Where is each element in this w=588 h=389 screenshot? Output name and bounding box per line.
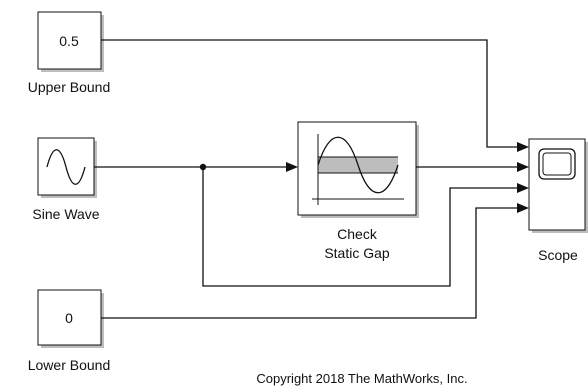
lower-bound-value: 0: [65, 310, 73, 326]
upper-bound-value: 0.5: [59, 33, 79, 49]
block-body: [37, 289, 102, 346]
scope-block[interactable]: [528, 138, 588, 233]
scope-screen-icon: [538, 148, 576, 180]
sine-curve: [317, 136, 399, 194]
copyright-text: Copyright 2018 The MathWorks, Inc.: [256, 371, 467, 386]
wire-sine-branch-to-scope[interactable]: [202, 167, 519, 287]
check-static-gap-block[interactable]: [297, 121, 419, 218]
sine-wave-block[interactable]: [37, 137, 97, 198]
scope-label: Scope: [538, 247, 578, 263]
wire-upper-bound-to-scope[interactable]: [101, 39, 519, 148]
lower-bound-block[interactable]: 0: [37, 289, 104, 348]
arrow-head: [517, 203, 529, 213]
arrow-head: [517, 162, 529, 172]
arrow-head: [286, 162, 298, 172]
arrow-head: [517, 142, 529, 152]
scope-screen-inner: [542, 152, 572, 176]
check-static-gap-label-line1: Check: [337, 226, 378, 242]
arrow-head: [517, 183, 529, 193]
block-body: [37, 11, 102, 70]
check-static-gap-label-line2: Static Gap: [324, 245, 390, 261]
signal-lines: [94, 39, 529, 319]
lower-bound-label: Lower Bound: [28, 357, 111, 373]
sine-wave-icon: [46, 149, 86, 185]
sine-wave-label: Sine Wave: [32, 206, 99, 222]
upper-bound-label: Upper Bound: [28, 79, 111, 95]
static-gap-icon: [312, 134, 404, 205]
wire-lower-bound-to-scope[interactable]: [101, 207, 519, 319]
upper-bound-block[interactable]: 0.5: [37, 11, 104, 72]
